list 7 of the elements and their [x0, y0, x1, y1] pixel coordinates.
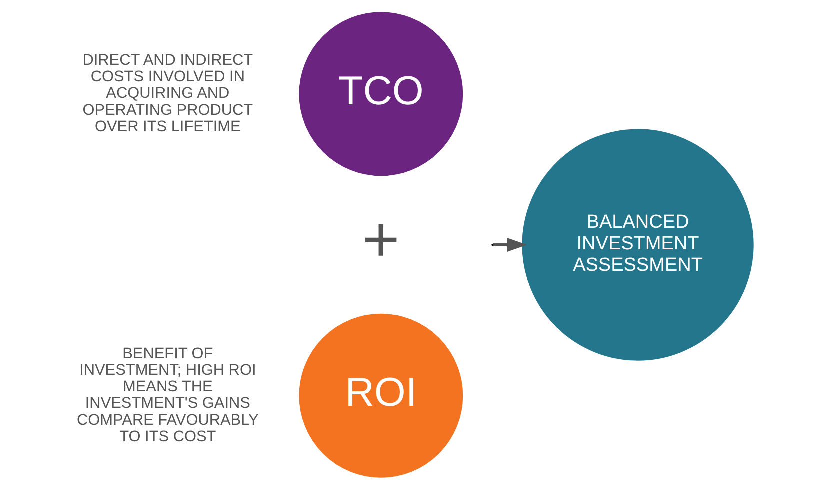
node-circle: ROI: [299, 314, 464, 478]
label: +: [362, 203, 400, 276]
node-circle: TCO: [299, 12, 464, 176]
node-circle: BALANCED INVESTMENT ASSESSMENT: [522, 129, 754, 361]
arrow: [493, 238, 528, 252]
node-label: DIRECT AND INDIRECT COSTS INVOLVED IN ACQUIRING AND OPERATING PRODUCT OVER ITS LIFETIME: [82, 52, 254, 136]
node-label: BENEFIT OF INVESTMENT; HIGH ROI MEANS THE INVESTMENT'S GAINS COMPARE FAVOURABLY TO ITS COST: [76, 345, 259, 446]
